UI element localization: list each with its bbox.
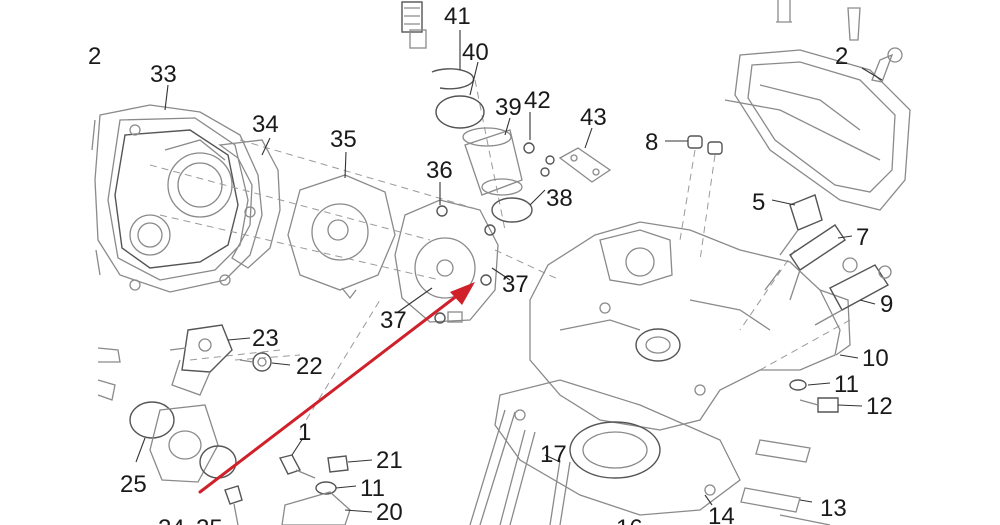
callout-12: 12 bbox=[866, 393, 893, 420]
callout-17: 17 bbox=[540, 441, 567, 468]
part-24-flange bbox=[149, 404, 219, 483]
callout-labels: 2 33 34 35 36 37 37 41 40 39 42 43 38 8 … bbox=[88, 3, 893, 525]
callout-14: 14 bbox=[708, 503, 735, 525]
callout-9: 9 bbox=[880, 291, 893, 318]
callout-2b: 2 bbox=[835, 43, 848, 70]
callout-34: 34 bbox=[252, 111, 279, 138]
callout-13: 13 bbox=[820, 495, 847, 522]
callout-35: 35 bbox=[330, 126, 357, 153]
callout-8: 8 bbox=[645, 129, 658, 156]
part-35-plate bbox=[287, 174, 396, 300]
part-7-coil bbox=[764, 224, 846, 301]
part-33-cover-housing bbox=[91, 104, 263, 293]
part-13-lifters bbox=[740, 439, 831, 525]
part-bottom-bolt bbox=[224, 485, 243, 525]
callout-39: 39 bbox=[495, 94, 522, 121]
part-34-gasket bbox=[218, 139, 281, 269]
callout-7: 7 bbox=[856, 224, 869, 251]
callout-16: 16 bbox=[616, 515, 643, 525]
callout-38: 38 bbox=[546, 185, 573, 212]
part-26-oring bbox=[199, 445, 237, 479]
part-20-bracket bbox=[281, 491, 351, 525]
part-9-injector bbox=[814, 257, 892, 326]
part-11b-washer bbox=[315, 481, 337, 495]
part-12-bolt bbox=[799, 397, 839, 413]
part-23-thermostat-housing bbox=[169, 324, 233, 396]
part-36-pump-body bbox=[394, 199, 499, 324]
part-11-washer bbox=[789, 379, 807, 391]
left-edge-fittings bbox=[97, 347, 121, 401]
callout-36: 36 bbox=[426, 157, 453, 184]
part-25-oring bbox=[129, 401, 175, 439]
callout-37b: 37 bbox=[502, 271, 529, 298]
callout-2a: 2 bbox=[88, 43, 101, 70]
callout-21: 21 bbox=[376, 447, 403, 474]
part-5-plug bbox=[779, 194, 823, 256]
callout-42: 42 bbox=[524, 87, 551, 114]
assembly-guide-lines bbox=[149, 79, 851, 431]
part-21-bolt bbox=[327, 455, 349, 473]
callout-20: 20 bbox=[376, 499, 403, 525]
part-43-bracket bbox=[558, 147, 612, 183]
callout-43: 43 bbox=[580, 104, 607, 131]
callout-11a: 11 bbox=[834, 371, 859, 398]
callout-22: 22 bbox=[296, 353, 323, 380]
callout-37a: 37 bbox=[380, 307, 407, 334]
part-42-bolt bbox=[523, 142, 555, 177]
red-annotation-arrow bbox=[198, 282, 475, 494]
callout-23: 23 bbox=[252, 325, 279, 352]
part-head-gasket bbox=[494, 379, 741, 516]
callout-11b: 11 bbox=[360, 475, 385, 502]
callout-24: 24 bbox=[158, 515, 185, 525]
callout-40: 40 bbox=[462, 39, 489, 66]
part-17-long-bolts bbox=[469, 409, 571, 525]
callout-5: 5 bbox=[752, 189, 765, 216]
arrow-shaft bbox=[198, 293, 460, 494]
callout-10: 10 bbox=[862, 345, 889, 372]
part-39-sleeve bbox=[462, 127, 523, 196]
callout-41: 41 bbox=[444, 3, 471, 30]
part-10-cylinder-head bbox=[529, 221, 851, 431]
callout-1: 1 bbox=[298, 419, 311, 446]
callout-25: 25 bbox=[120, 471, 147, 498]
part-40-clip bbox=[431, 68, 485, 129]
part-22-bolt bbox=[239, 352, 272, 372]
part-valve-cover bbox=[724, 49, 911, 211]
arrow-head bbox=[450, 282, 475, 305]
callout-33: 33 bbox=[150, 61, 177, 88]
part-1-bolt bbox=[278, 454, 316, 479]
part-38-ring bbox=[491, 197, 533, 223]
callout-leaders bbox=[135, 30, 883, 513]
callout-26: 25 bbox=[196, 515, 223, 525]
part-8-dowels bbox=[687, 135, 723, 155]
part-41-plug bbox=[401, 1, 427, 49]
